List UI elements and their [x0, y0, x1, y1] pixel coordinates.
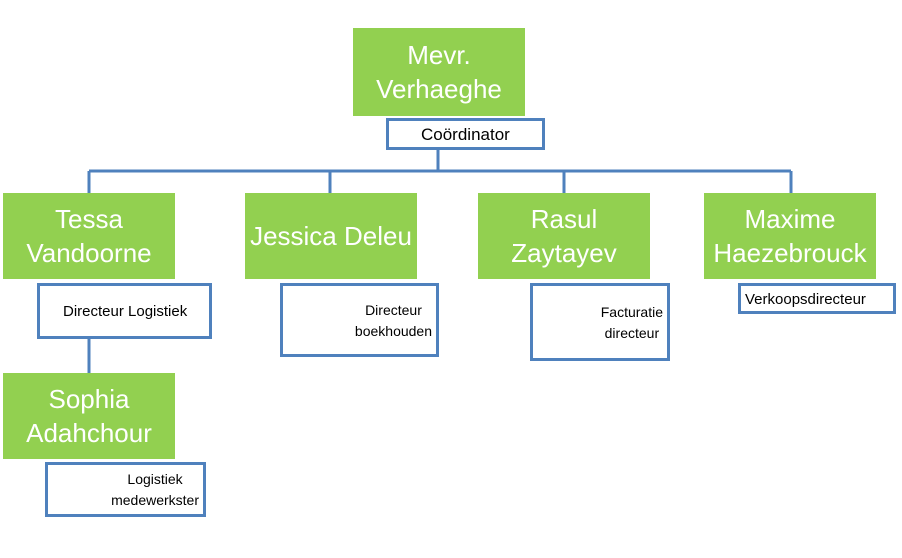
node-root-name: Mevr. Verhaeghe: [376, 40, 502, 104]
node-maxime-name: Maxime Haezebrouck: [713, 204, 867, 268]
node-rasul[interactable]: Rasul Zaytayev: [478, 193, 650, 279]
node-sophia-role: Logistiek medewerkster: [45, 462, 206, 517]
node-sophia[interactable]: Sophia Adahchour: [3, 373, 175, 459]
node-root[interactable]: Mevr. Verhaeghe: [353, 28, 525, 116]
node-root-role: Coördinator: [386, 118, 545, 150]
node-jessica-role-text: Directeur boekhouden: [354, 302, 432, 339]
node-jessica-role: Directeur boekhouden: [280, 283, 439, 357]
node-tessa[interactable]: Tessa Vandoorne: [3, 193, 175, 279]
node-maxime-role-text: Verkoopsdirecteur: [745, 291, 866, 308]
node-jessica[interactable]: Jessica Deleu: [245, 193, 417, 279]
node-maxime-role: Verkoopsdirecteur: [738, 283, 896, 314]
node-maxime[interactable]: Maxime Haezebrouck: [704, 193, 876, 279]
node-sophia-role-text: Logistiek medewerkster: [111, 471, 199, 508]
node-tessa-role: Directeur Logistiek: [37, 283, 212, 339]
node-rasul-role: Facturatie directeur: [530, 283, 670, 361]
node-tessa-name: Tessa Vandoorne: [26, 204, 152, 268]
node-rasul-role-text: Facturatie directeur: [600, 304, 663, 341]
node-tessa-role-text: Directeur Logistiek: [63, 303, 188, 320]
node-sophia-name: Sophia Adahchour: [26, 384, 152, 448]
node-jessica-name: Jessica Deleu: [250, 221, 412, 251]
node-rasul-name: Rasul Zaytayev: [511, 204, 617, 268]
node-root-role-text: Coördinator: [421, 125, 510, 144]
